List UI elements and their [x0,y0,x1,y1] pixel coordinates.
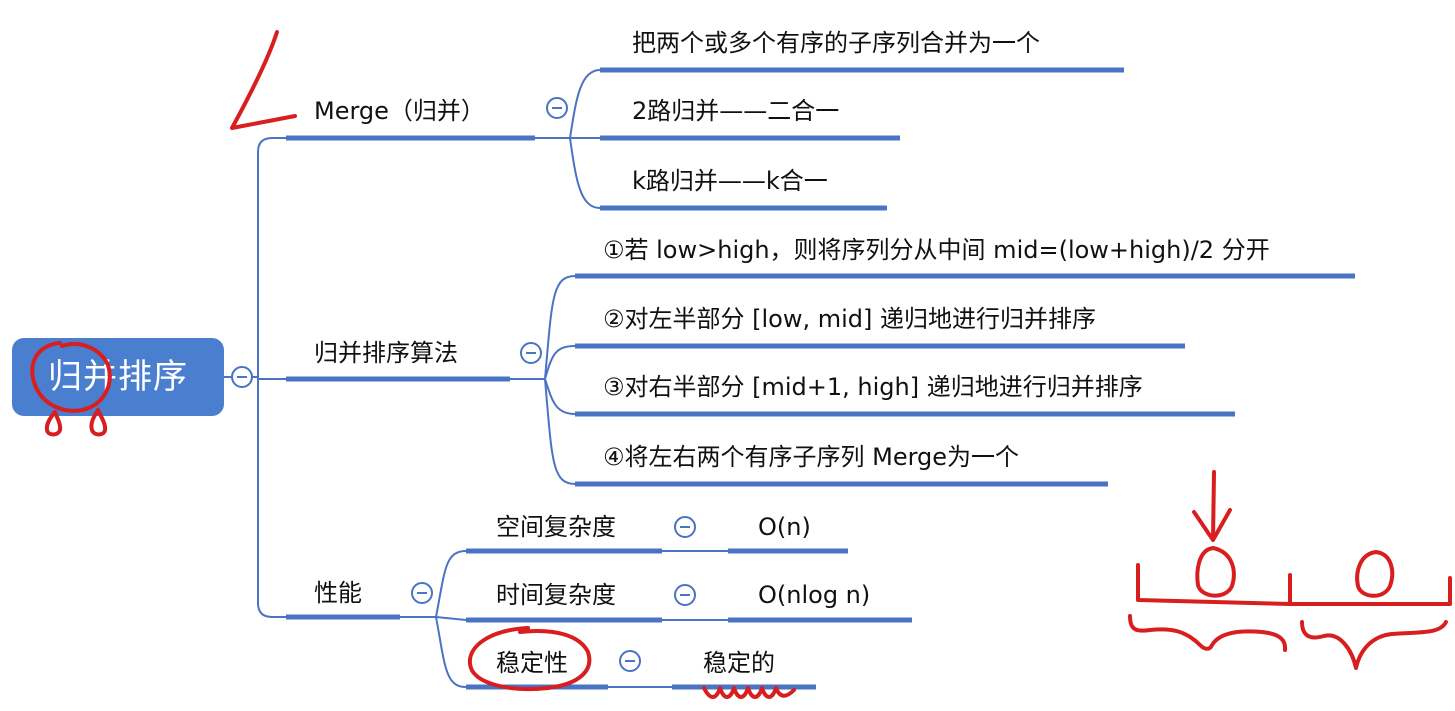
collapse-icon[interactable] [520,342,542,364]
collapse-icon[interactable] [546,97,568,119]
collapse-icon[interactable] [674,516,696,538]
algorithm-step-1[interactable]: ①若 low>high，则将序列分从中间 mid=(low+high)/2 分开 [603,236,1270,264]
branch-algorithm[interactable]: 归并排序算法 [314,339,458,367]
perf-stability-value[interactable]: 稳定的 [703,649,775,677]
perf-space-label[interactable]: 空间复杂度 [496,513,616,541]
collapse-icon[interactable] [674,584,696,606]
merge-definition[interactable]: 把两个或多个有序的子序列合并为一个 [632,29,1040,57]
perf-space-value[interactable]: O(n) [758,513,811,541]
root-node[interactable]: 归并排序 [12,338,224,416]
collapse-icon[interactable] [619,650,641,672]
algorithm-step-4[interactable]: ④将左右两个有序子序列 Merge为一个 [603,443,1020,471]
perf-stability-label[interactable]: 稳定性 [496,649,568,677]
perf-time-value[interactable]: O(nlog n) [758,581,871,609]
collapse-icon[interactable] [231,366,253,388]
merge-kway[interactable]: k路归并——k合一 [632,167,828,195]
branch-performance[interactable]: 性能 [314,579,362,607]
branch-merge[interactable]: Merge（归并） [314,97,485,125]
merge-2way[interactable]: 2路归并——二合一 [632,97,840,125]
algorithm-step-3[interactable]: ③对右半部分 [mid+1, high] 递归地进行归并排序 [603,373,1143,401]
collapse-icon[interactable] [411,582,433,604]
perf-time-label[interactable]: 时间复杂度 [496,581,616,609]
algorithm-step-2[interactable]: ②对左半部分 [low, mid] 递归地进行归并排序 [603,305,1097,333]
